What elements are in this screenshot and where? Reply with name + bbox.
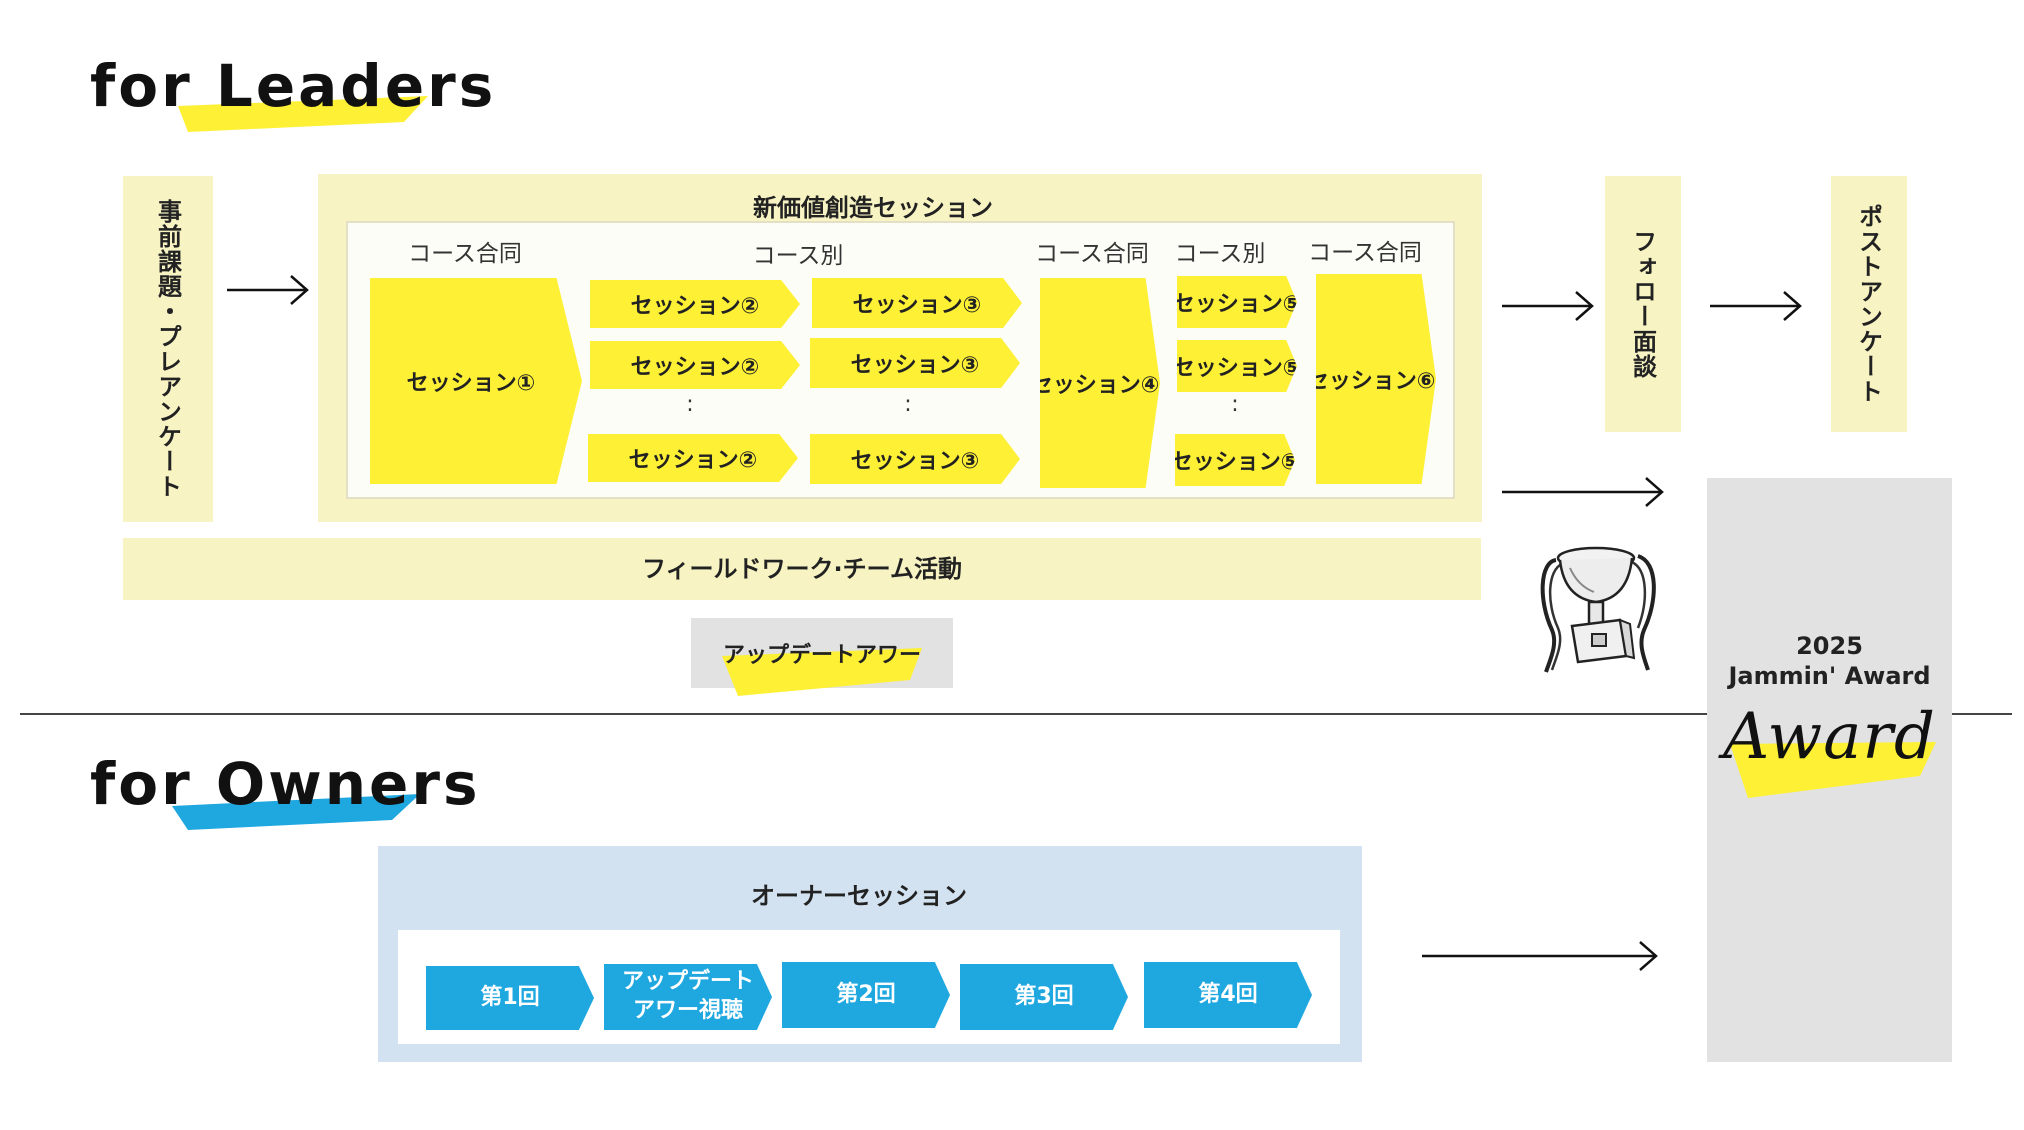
session-5: セッション⑤ xyxy=(1175,434,1295,486)
session-5: セッション⑤ xyxy=(1177,340,1297,392)
award-year: 2025 xyxy=(1796,632,1863,660)
owner-step-3: 第3回 xyxy=(960,964,1128,1030)
section-divider xyxy=(20,713,2012,715)
arrow-right-icon xyxy=(1710,291,1802,321)
session-3: セッション③ xyxy=(810,434,1020,484)
leaders-heading-underline xyxy=(178,96,428,132)
pre-task-label: 事前課題・プレアンケート xyxy=(153,199,182,499)
award-script-text: Award xyxy=(1723,700,1936,774)
column-label-course-1: コース別 xyxy=(752,243,844,269)
session-panel-title: 新価値創造セッション xyxy=(753,194,993,222)
leaders-heading: for Leaders xyxy=(90,52,497,120)
column-label-joint-3: コース合同 xyxy=(1308,240,1422,266)
arrow-right-icon xyxy=(227,275,309,305)
fieldwork-bar: フィールドワーク·チーム活動 xyxy=(123,538,1481,600)
column-label-joint-2: コース合同 xyxy=(1035,241,1149,267)
follow-up-label: フォロー面談 xyxy=(1628,229,1657,379)
ellipsis-dots: : xyxy=(904,392,912,417)
arrow-right-icon xyxy=(1502,477,1664,507)
update-hour-underline xyxy=(722,648,922,696)
owners-heading-underline xyxy=(172,794,420,830)
ellipsis-dots: : xyxy=(686,392,694,417)
post-survey-box: ポストアンケート xyxy=(1831,176,1907,432)
award-script-underline xyxy=(1730,742,1936,798)
session-2: セッション② xyxy=(590,280,800,328)
owner-step-4: 第4回 xyxy=(1144,962,1312,1028)
arrow-right-icon xyxy=(1422,941,1658,971)
session-4: セッション④ xyxy=(1040,278,1160,488)
pre-task-box: 事前課題・プレアンケート xyxy=(123,176,213,522)
owner-step-2: 第2回 xyxy=(782,962,950,1028)
update-hour-label: アップデートアワー xyxy=(722,643,921,668)
award-name: Jammin' Award xyxy=(1728,662,1931,690)
arrow-right-icon xyxy=(1502,291,1594,321)
session-1: セッション① xyxy=(370,278,582,484)
owner-step-update-hour: アップデート アワー視聴 xyxy=(604,964,772,1030)
session-6: セッション⑥ xyxy=(1316,274,1436,484)
owners-heading: for Owners xyxy=(90,750,481,818)
follow-up-box: フォロー面談 xyxy=(1605,176,1681,432)
session-3: セッション③ xyxy=(810,338,1020,388)
session-2: セッション② xyxy=(590,341,800,389)
session-5: セッション⑤ xyxy=(1177,276,1297,328)
ellipsis-dots: : xyxy=(1231,392,1239,417)
post-survey-label: ポストアンケート xyxy=(1854,204,1883,404)
column-label-joint-1: コース合同 xyxy=(408,241,522,267)
column-label-course-2: コース別 xyxy=(1174,241,1266,267)
trophy-illustration xyxy=(1540,546,1656,673)
owner-session-title: オーナーセッション xyxy=(751,882,967,910)
session-2: セッション② xyxy=(588,434,798,482)
session-3: セッション③ xyxy=(812,278,1022,328)
owner-step-1: 第1回 xyxy=(426,966,594,1030)
